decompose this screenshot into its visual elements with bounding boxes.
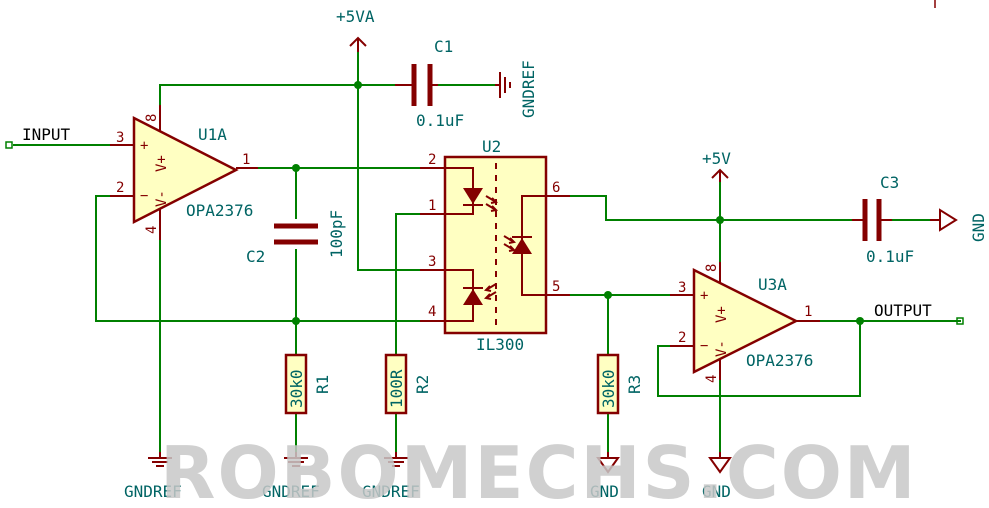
gndref-r1-ground-symbol[interactable]: GNDREF [262,452,320,501]
u1a-pin-in-minus: 2 [116,180,124,196]
gndref-r1-label: GNDREF [262,482,320,501]
plus5v-power-flag[interactable]: +5V [702,149,731,182]
r2-resistor[interactable]: 100R R2 [384,353,432,415]
gnd-c3-label: GND [969,213,988,242]
plus5v-label: +5V [702,149,731,168]
c2-capacitor[interactable]: C2 100pF [246,210,346,266]
u3a-value: OPA2376 [746,351,813,370]
u3a-opamp[interactable]: 3 2 1 8 4 + − V+ V- U3A OPA2376 [670,262,820,383]
u3a-label-vplus: V+ [714,306,730,323]
u2-pin-1: 1 [428,198,436,214]
c1-reference: C1 [434,37,453,56]
c1-capacitor[interactable]: C1 0.1uF [395,37,464,130]
c2-reference: C2 [246,247,265,266]
u1a-value: OPA2376 [186,201,253,220]
u3a-pin-vplus: 8 [704,264,720,272]
u3a-pin-out: 1 [804,304,812,320]
u2-pin-2: 2 [428,152,436,168]
u1a-pin-vminus: 4 [144,226,160,234]
u2-photodiode-1-icon [463,289,483,305]
u2-pin-4: 4 [428,304,436,320]
r2-reference: R2 [413,375,432,394]
r3-resistor[interactable]: 30k0 R3 [596,353,644,415]
u2-value: IL300 [476,335,524,354]
u2-pin-5: 5 [552,279,560,295]
output-label: OUTPUT [874,301,932,320]
u3a-reference: U3A [758,275,787,294]
r3-reference: R3 [625,375,644,394]
gndref-r2-ground-symbol[interactable]: GNDREF [362,452,420,501]
gnd-r3-ground-symbol[interactable]: GND [590,452,620,501]
c2-value: 100pF [327,210,346,258]
r3-value: 30k0 [599,369,618,408]
u2-reference: U2 [482,137,501,156]
output-net-label[interactable]: OUTPUT [874,301,964,325]
u2-photodiode-2-icon [512,238,532,254]
r1-resistor[interactable]: 30k0 R1 [284,353,332,415]
gnd-u3-ground-symbol[interactable]: GND [702,452,732,501]
u3a-label-vminus: V- [714,340,730,357]
u3a-plus-symbol: + [700,288,708,304]
gnd-r3-label: GND [590,482,619,501]
gndref-u1-ground-symbol[interactable]: GNDREF [124,452,182,501]
input-label: INPUT [22,125,71,144]
r2-value: 100R [387,369,406,408]
u1a-minus-symbol: − [140,188,148,204]
plus5va-label: +5VA [336,7,375,26]
u3a-pin-vminus: 4 [704,375,720,383]
u3a-pin-in-minus: 2 [678,330,686,346]
u1a-pin-vplus: 8 [144,114,160,122]
watermark-text: ROBOMECHS.COM [160,431,918,508]
u3a-pin-in-plus: 3 [678,280,686,296]
u3a-minus-symbol: − [700,338,708,354]
u1a-label-vplus: V+ [154,155,170,172]
gnd-c3-ground-symbol[interactable]: GND [930,208,988,242]
u1a-opamp[interactable]: 3 2 1 8 4 + − V+ V- U1A OPA2376 [110,105,258,240]
gndref-u1-label: GNDREF [124,482,182,501]
u2-pin-6: 6 [552,180,560,196]
plus5va-power-flag[interactable]: +5VA [336,7,375,52]
u1a-reference: U1A [198,125,227,144]
junctions [292,81,864,325]
u2-il300-optocoupler[interactable]: 2 1 3 4 6 5 U2 IL300 [420,137,570,354]
c3-reference: C3 [880,173,899,192]
gndref-r2-label: GNDREF [362,482,420,501]
gndref-c1-ground-symbol[interactable]: GNDREF [495,60,538,118]
u1a-plus-symbol: + [140,138,148,154]
r1-reference: R1 [313,375,332,394]
u1a-pin-out: 1 [242,152,250,168]
c3-capacitor[interactable]: C3 0.1uF [852,173,914,266]
u2-pin-3: 3 [428,254,436,270]
input-net-label[interactable]: INPUT [5,125,71,149]
u2-led-diode-icon [463,188,483,204]
c3-value: 0.1uF [866,247,914,266]
u1a-label-vminus: V- [154,190,170,207]
c1-value: 0.1uF [416,111,464,130]
u1a-pin-in-plus: 3 [116,130,124,146]
r1-value: 30k0 [287,369,306,408]
gndref-c1-label: GNDREF [519,60,538,118]
gnd-u3-label: GND [702,482,731,501]
